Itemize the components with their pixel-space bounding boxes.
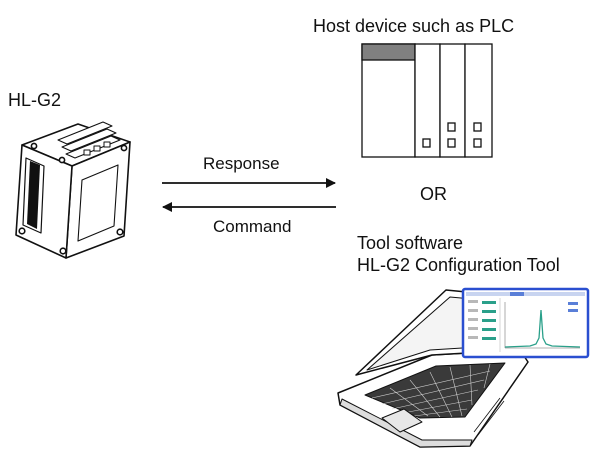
or-label: OR	[420, 184, 447, 204]
configuration-tool-screen	[461, 287, 590, 359]
tool-name-label: HL-G2 Configuration Tool	[357, 255, 560, 275]
host-device-label: Host device such as PLC	[313, 16, 515, 36]
plc-rack-icon	[361, 43, 493, 158]
sensor-label: HL-G2	[8, 90, 62, 110]
sensor-head-icon	[15, 121, 131, 259]
response-label: Response	[203, 154, 280, 173]
command-label: Command	[213, 217, 292, 236]
tool-software-label: Tool software	[357, 233, 464, 253]
